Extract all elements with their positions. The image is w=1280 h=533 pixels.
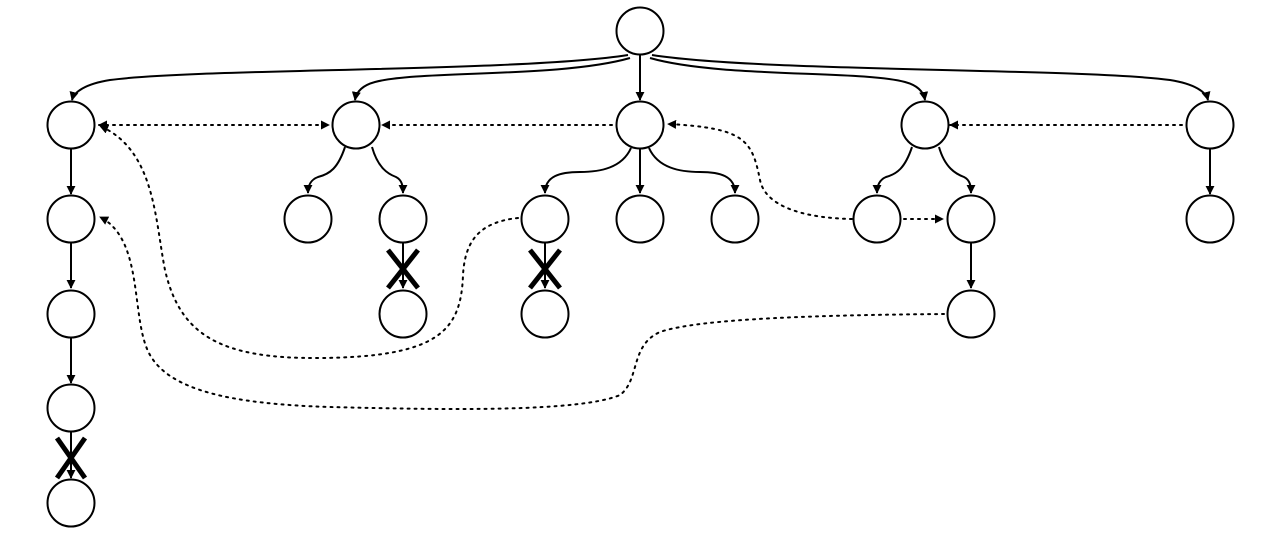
node-n4b1	[946, 289, 996, 339]
cross-mark-n3a-n3a1	[528, 248, 562, 290]
edge-root-n4	[649, 57, 929, 101]
node-n4	[900, 100, 950, 150]
node-n5a	[1185, 194, 1235, 244]
node-n3a	[520, 194, 570, 244]
cross-mark-n2b-n2b1	[386, 248, 420, 290]
edge-root-n1	[69, 54, 629, 101]
cross-mark-n1c-n1d	[54, 436, 88, 480]
node-n4b	[946, 194, 996, 244]
node-n4a	[852, 194, 902, 244]
edge-n4-n4a	[872, 146, 913, 194]
node-n2b1	[378, 289, 428, 339]
node-n2a	[283, 194, 333, 244]
node-n3a1	[520, 289, 570, 339]
node-n2	[331, 100, 381, 150]
node-n1a	[46, 194, 96, 244]
edge-root-n2	[351, 57, 631, 101]
node-n3	[615, 100, 665, 150]
edge-n2-n2b	[371, 146, 408, 194]
node-root	[615, 6, 665, 56]
edge-n4-n4b	[938, 146, 976, 194]
edge-root-n5	[651, 54, 1211, 101]
node-n3c	[710, 194, 760, 244]
edge-n3-n3a	[540, 147, 632, 194]
node-n1c	[46, 383, 96, 433]
node-n1d	[46, 478, 96, 528]
node-n2b	[378, 194, 428, 244]
edge-n2-n2a	[303, 146, 346, 194]
dotted-n4a-n3	[667, 119, 853, 220]
edge-n3-n3c	[648, 147, 740, 194]
node-n1b	[46, 289, 96, 339]
node-n1	[46, 100, 96, 150]
node-n3b	[615, 194, 665, 244]
dotted-n4b1-n1a	[99, 216, 945, 410]
node-n5	[1185, 100, 1235, 150]
